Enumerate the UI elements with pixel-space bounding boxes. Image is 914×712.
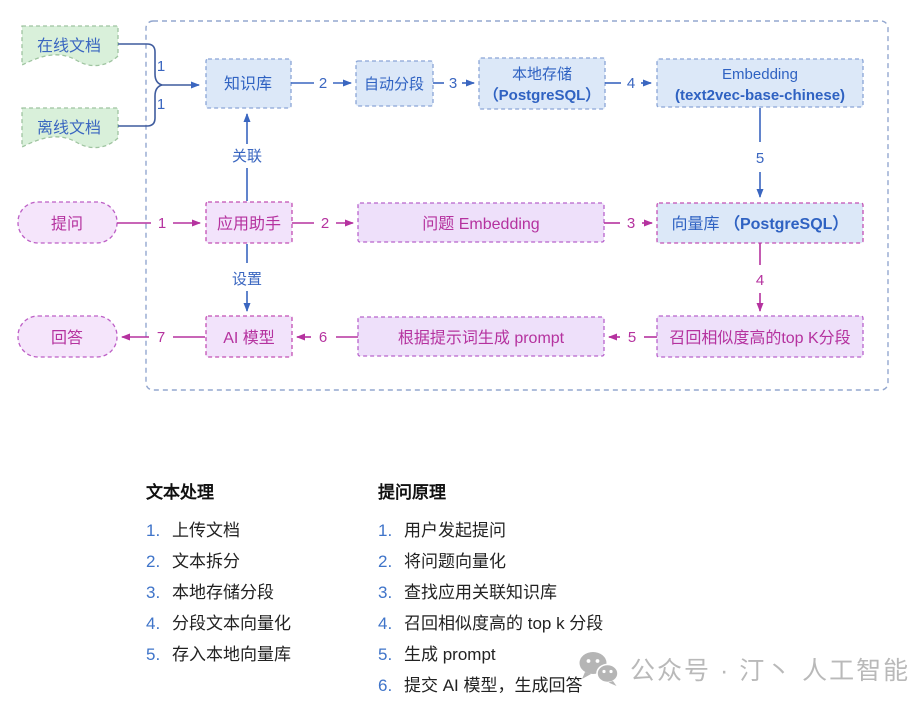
list-item: 1. 用户发起提问 — [378, 522, 678, 540]
step-number: 4 — [756, 272, 764, 289]
watermark-text: 公众号 · 汀丶 人工智能 — [630, 657, 911, 685]
setting-label: 设置 — [232, 271, 262, 288]
step-number: 5 — [628, 329, 636, 346]
list-item: 2. 将问题向量化 — [378, 553, 678, 571]
embedding-label-line2: (text2vec-base-chinese) — [675, 87, 845, 104]
ingest-flow-arrows — [291, 79, 764, 198]
item-text: 分段文本向量化 — [172, 614, 291, 633]
step-number: 2 — [319, 75, 327, 92]
item-text: 召回相似度高的 top k 分段 — [404, 614, 604, 633]
item-number: 3. — [146, 583, 161, 602]
diagram-boundary — [145, 20, 889, 391]
doc-merge-lines — [118, 43, 200, 127]
local-storage-label-line1: 本地存储 — [512, 66, 572, 83]
offline-doc-shape: 离线文档 — [21, 107, 119, 149]
item-number: 6. — [378, 676, 393, 695]
app-assistant-label: 应用助手 — [217, 214, 281, 233]
generate-prompt-label: 根据提示词生成 prompt — [398, 329, 565, 347]
relate-label: 关联 — [232, 148, 262, 165]
list-item: 5. 生成 prompt — [378, 646, 678, 664]
list-item: 1. 上传文档 — [146, 522, 376, 540]
item-number: 1. — [146, 521, 161, 540]
item-number: 2. — [146, 552, 161, 571]
auto-segment-box — [355, 60, 434, 107]
item-number: 4. — [146, 614, 161, 633]
item-text: 将问题向量化 — [404, 552, 506, 571]
item-number: 5. — [146, 645, 161, 664]
step-number: 1 — [157, 58, 165, 75]
embedding-box — [656, 58, 864, 108]
list-item: 4. 召回相似度高的 top k 分段 — [378, 615, 678, 633]
item-number: 1. — [378, 521, 393, 540]
online-doc-wavy-box — [21, 25, 119, 67]
recall-topk-box — [656, 315, 864, 358]
recall-topk-label: 召回相似度高的top K分段 — [669, 329, 850, 347]
app-assistant-box — [205, 201, 293, 244]
offline-doc-wavy-box — [21, 107, 119, 149]
rag-flow-diagram: 在线文档 离线文档 1 1 知识库 自动分段 本地存储 （PostgreSQL）… — [17, 20, 889, 391]
answer-oval — [17, 315, 118, 358]
list-item: 3. 本地存储分段 — [146, 584, 376, 602]
item-text: 本地存储分段 — [172, 583, 274, 602]
step-number: 3 — [449, 75, 457, 92]
answer-label: 回答 — [51, 329, 83, 347]
step-number: 1 — [158, 215, 166, 232]
auto-segment-label: 自动分段 — [364, 76, 424, 93]
offline-doc-label: 离线文档 — [37, 119, 101, 137]
step-number: 5 — [756, 150, 764, 167]
embedding-label-line1: Embedding — [722, 66, 798, 83]
list-item: 5. 存入本地向量库 — [146, 646, 376, 664]
question-embedding-label: 问题 Embedding — [422, 215, 539, 233]
item-text: 提交 AI 模型，生成回答 — [404, 676, 583, 695]
watermark: 公众号 · 汀丶 人工智能 — [578, 650, 910, 688]
step-number: 6 — [319, 329, 327, 346]
item-text: 用户发起提问 — [404, 521, 506, 540]
item-text: 查找应用关联知识库 — [404, 583, 557, 602]
list-title: 文本处理 — [146, 483, 214, 502]
vector-db-name: 向量库 — [672, 215, 724, 233]
ai-model-box — [205, 315, 293, 358]
step-number: 1 — [157, 96, 165, 113]
item-number: 3. — [378, 583, 393, 602]
generate-prompt-box — [357, 316, 605, 357]
question-oval — [17, 201, 118, 244]
list-item: 2. 文本拆分 — [146, 553, 376, 571]
ai-model-label: AI 模型 — [223, 329, 275, 347]
local-storage-label-line2: （PostgreSQL） — [484, 86, 601, 104]
item-text: 文本拆分 — [172, 552, 240, 571]
item-text: 生成 prompt — [404, 645, 496, 664]
item-number: 4. — [378, 614, 393, 633]
vector-db-label: 向量库 （PostgreSQL） — [672, 215, 849, 233]
question-label: 提问 — [51, 215, 83, 233]
knowledge-base-label: 知识库 — [224, 75, 272, 93]
item-number: 2. — [378, 552, 393, 571]
item-text: 存入本地向量库 — [172, 645, 291, 664]
step-number: 2 — [321, 215, 329, 232]
text-processing-list: 文本处理 1. 上传文档 2. 文本拆分 3. 本地存储分段 4. 分段文本向量… — [146, 478, 376, 677]
list-item: 4. 分段文本向量化 — [146, 615, 376, 633]
vector-db-pg: （PostgreSQL） — [724, 215, 848, 233]
wechat-icon — [579, 652, 619, 686]
query-flow-arrows — [117, 219, 764, 341]
online-doc-label: 在线文档 — [37, 37, 101, 55]
list-item: 3. 查找应用关联知识库 — [378, 584, 678, 602]
online-doc-shape: 在线文档 — [21, 25, 119, 67]
step-number: 3 — [627, 215, 635, 232]
question-principle-list: 提问原理 1. 用户发起提问 2. 将问题向量化 3. 查找应用关联知识库 4.… — [378, 478, 678, 708]
item-text: 上传文档 — [172, 521, 240, 540]
list-title: 提问原理 — [378, 483, 446, 502]
list-item: 6. 提交 AI 模型，生成回答 — [378, 677, 678, 695]
item-number: 5. — [378, 645, 393, 664]
step-number: 7 — [157, 329, 165, 346]
step-number: 4 — [627, 75, 635, 92]
